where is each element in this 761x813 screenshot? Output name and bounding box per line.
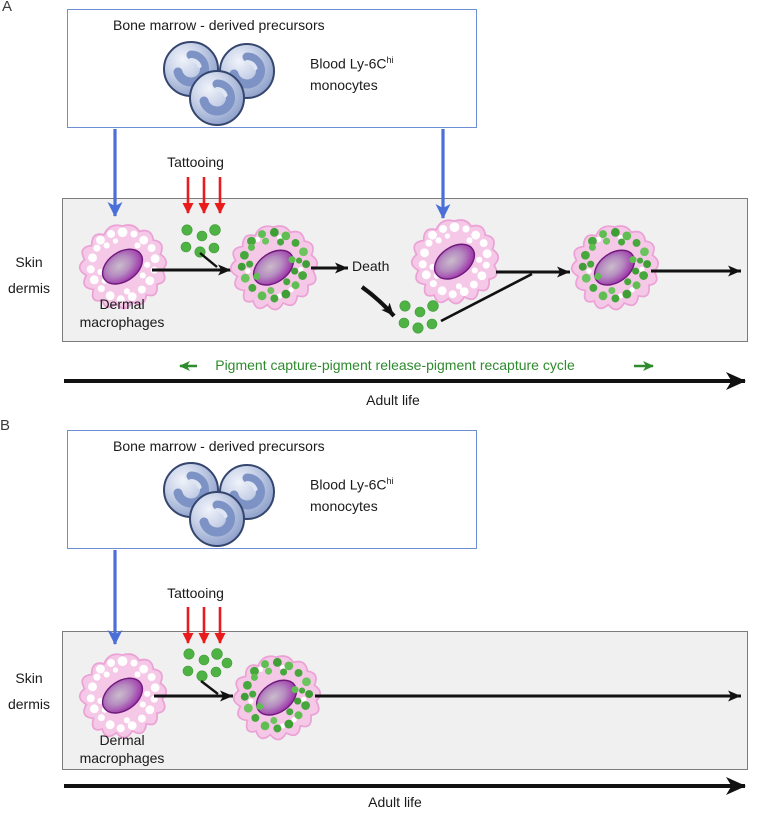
panel-a-label: A xyxy=(2,0,13,15)
blood-monocyte-label-a-sup: hi xyxy=(386,55,394,65)
pigment-cycle-label: Pigment capture-pigment release-pigment … xyxy=(215,357,575,373)
death-label: Death xyxy=(352,258,390,274)
skin-dermis-label-b: Skin dermis xyxy=(7,670,50,712)
blood-monocyte-label-a: Blood Ly-6Chi monocytes xyxy=(310,50,394,96)
blood-monocyte-label-b-sup: hi xyxy=(386,476,394,486)
dermal-macrophages-label-b: Dermal macrophages xyxy=(79,732,165,766)
tattooing-label-b: Tattooing xyxy=(167,585,224,601)
blood-monocyte-label-b-main: Blood Ly-6C xyxy=(310,476,387,493)
blood-monocyte-label-a-main: Blood Ly-6C xyxy=(310,55,387,72)
adult-life-label-a: Adult life xyxy=(366,392,420,408)
skin-dermis-label-a: Skin dermis xyxy=(7,254,50,296)
skin-dermis-box-b xyxy=(62,631,748,770)
blood-monocyte-label-b-line2: monocytes xyxy=(310,497,378,514)
blood-monocyte-label-a-line2: monocytes xyxy=(310,76,378,93)
precursor-box-title-a: Bone marrow - derived precursors xyxy=(113,17,325,33)
adult-life-label-b: Adult life xyxy=(368,794,422,810)
blood-monocyte-label-b: Blood Ly-6Chi monocytes xyxy=(310,471,394,517)
tattooing-label-a: Tattooing xyxy=(167,154,224,170)
precursor-box-title-b: Bone marrow - derived precursors xyxy=(113,438,325,454)
panel-b-label: B xyxy=(0,417,11,434)
dermal-macrophages-label-a: Dermal macrophages xyxy=(79,296,165,330)
